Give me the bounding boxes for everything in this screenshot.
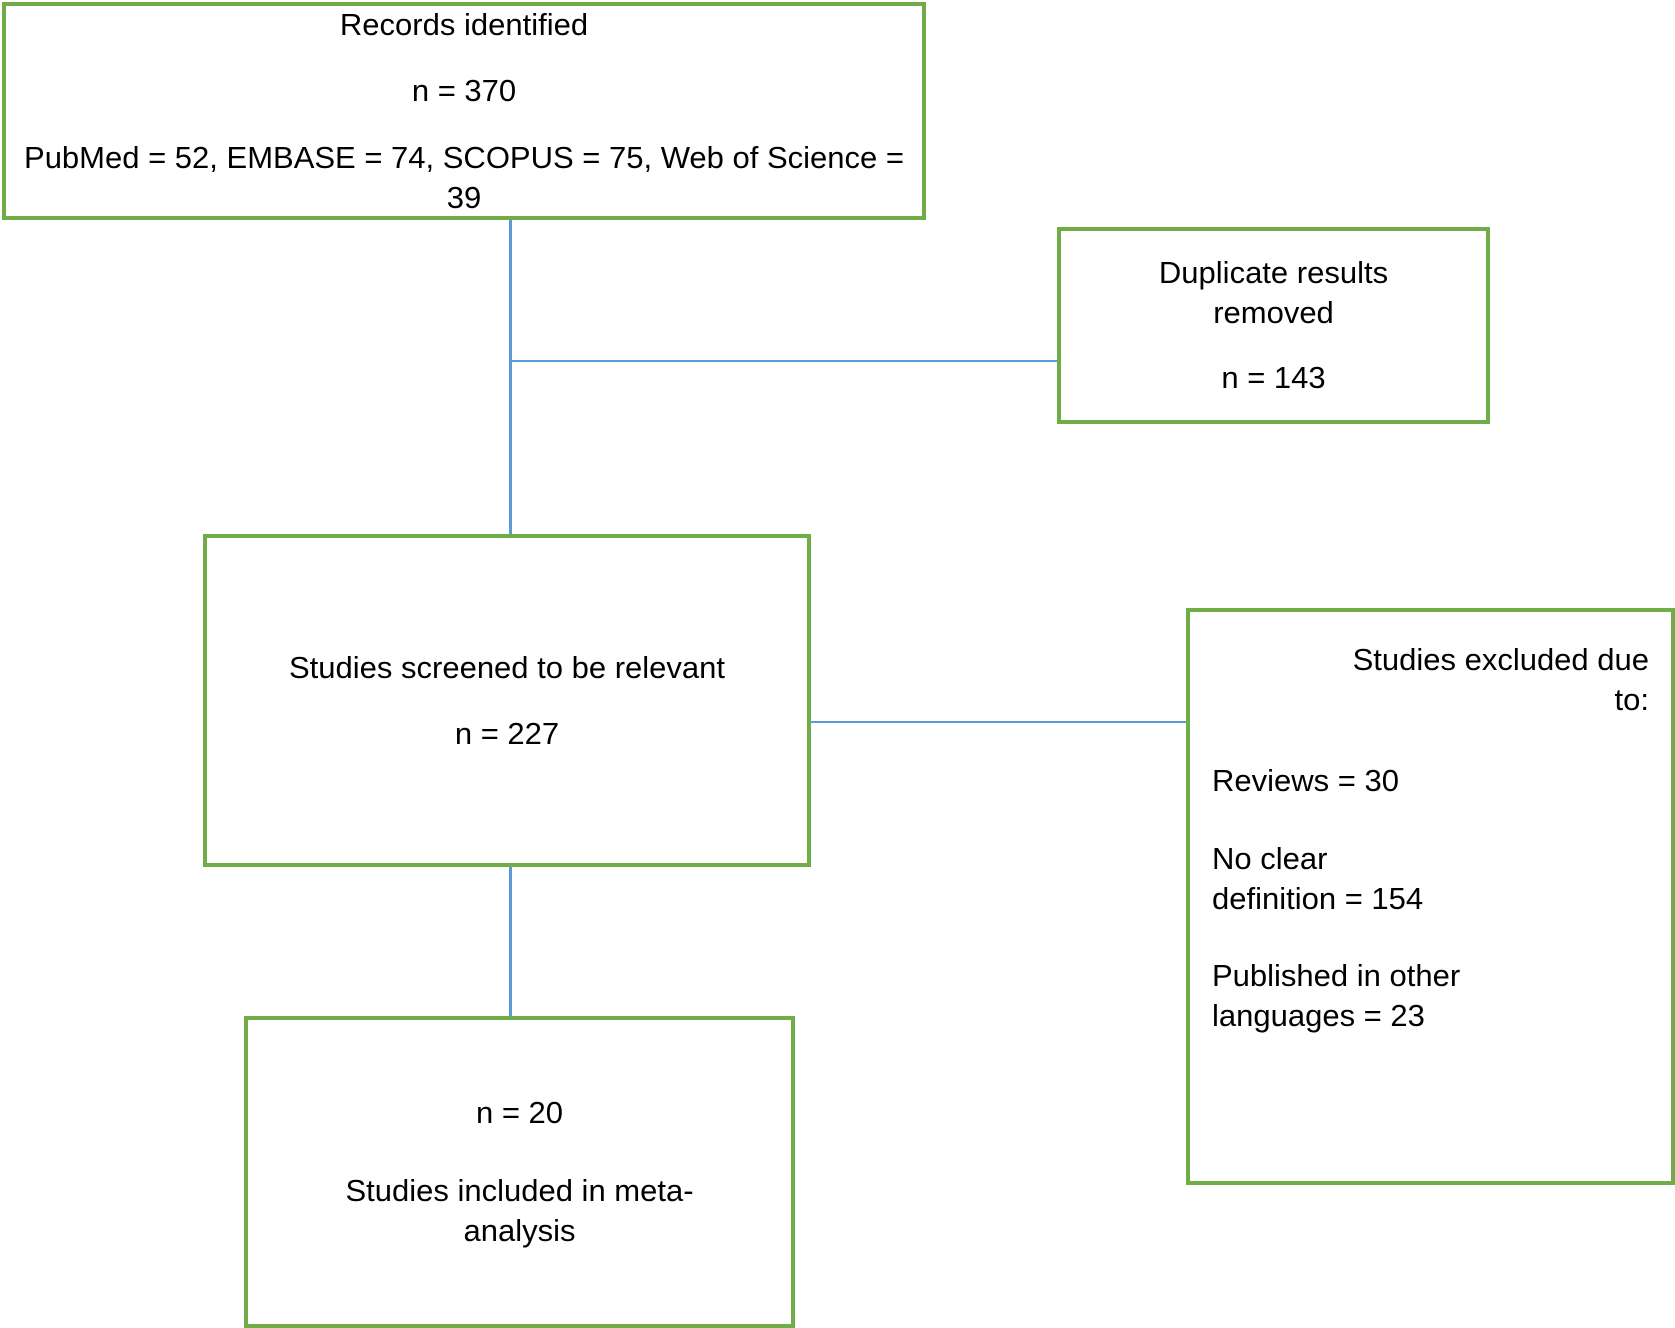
studies-included-count: n = 20 [475,1095,564,1131]
exclusion-reason-other-languages-line1: Published in other [1212,958,1461,994]
duplicates-title-line2: removed [1213,294,1334,330]
records-identified-count: n = 370 [411,73,517,109]
duplicates-title-group: Duplicate results removed [1083,253,1464,332]
node-studies-screened: Studies screened to be relevant n = 227 [203,534,811,867]
connector-screened-to-included [509,865,512,1020]
connector-records-to-screened [509,218,512,538]
node-studies-excluded: Studies excluded due to: Reviews = 30 No… [1186,608,1675,1185]
records-identified-title: Records identified [339,6,589,42]
exclusion-reason-no-clear-definition-line2: definition = 154 [1212,880,1424,916]
duplicates-count: n = 143 [1221,360,1326,396]
connector-to-duplicates-removed [511,360,1059,362]
studies-screened-count: n = 227 [454,715,560,751]
exclusion-reason-other-languages: Published in other languages = 23 [1212,956,1649,1035]
node-records-identified: Records identified n = 370 PubMed = 52, … [2,2,926,220]
studies-included-title-line2: analysis [463,1212,576,1248]
exclusion-reason-no-clear-definition-line1: No clear [1212,841,1328,877]
records-identified-sources: PubMed = 52, EMBASE = 74, SCOPUS = 75, W… [24,140,904,215]
exclusion-reason-other-languages-line2: languages = 23 [1212,998,1425,1034]
node-duplicate-results-removed: Duplicate results removed n = 143 [1057,227,1490,424]
exclusion-reason-reviews-label: Reviews = 30 [1212,763,1399,799]
duplicates-title-line1: Duplicate results [1158,254,1389,290]
node-studies-included: n = 20 Studies included in meta- analysi… [244,1016,795,1328]
exclusion-reason-no-clear-definition: No clear definition = 154 [1212,839,1649,918]
exclusion-reason-reviews: Reviews = 30 [1212,761,1649,801]
connector-to-studies-excluded [811,721,1188,723]
studies-excluded-title-line1: Studies excluded due [1352,642,1649,677]
studies-excluded-title-group: Studies excluded due to: [1212,640,1649,719]
studies-included-title-line1: Studies included in meta- [345,1173,694,1209]
studies-screened-title: Studies screened to be relevant [289,649,725,685]
studies-included-title-group: Studies included in meta- analysis [268,1171,771,1250]
studies-excluded-title-line2: to: [1614,681,1649,717]
